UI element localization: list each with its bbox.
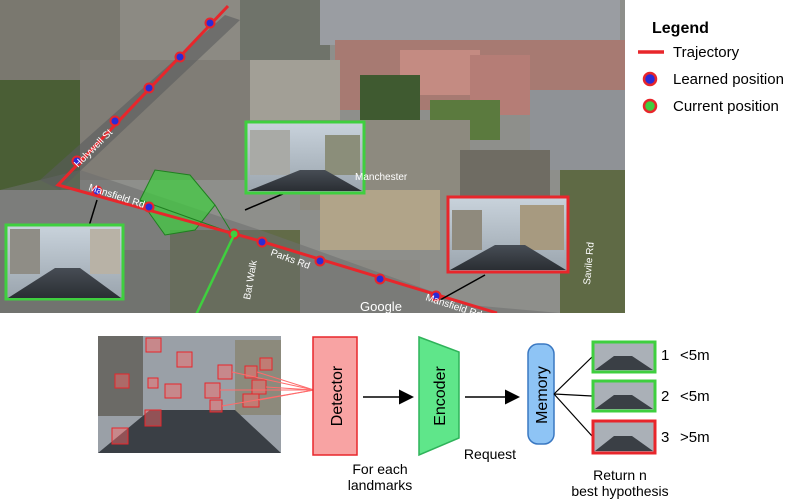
learned-position-marker — [143, 201, 155, 213]
learned-position-marker — [430, 290, 442, 302]
fan-lines — [220, 371, 315, 407]
street-label: Manchester — [355, 172, 408, 183]
caption-return-line1: Return n — [593, 467, 647, 483]
encoder-trapezoid — [418, 335, 460, 457]
input-image — [98, 336, 281, 453]
result-distance-1: <5m — [680, 347, 710, 364]
result-thumbnail-3 — [591, 419, 657, 455]
current-position-marker — [228, 228, 240, 240]
learned-position-legend-icon — [642, 71, 658, 87]
learned-position-marker — [109, 115, 121, 127]
learned-position-marker — [174, 51, 186, 63]
encoder-label: Encoder — [432, 366, 449, 426]
learned-position-marker — [204, 17, 216, 29]
learned-position-marker — [256, 236, 268, 248]
result-rank-2: 2 — [661, 388, 670, 405]
learned-position-marker — [314, 255, 326, 267]
caption-return: Return n best hypothesis — [555, 467, 685, 499]
aerial-map: Holywell St Mansfield Rd Mansfield Rd Sa… — [0, 0, 625, 313]
legend-item-learned-position: Learned position — [673, 71, 784, 88]
caption-return-line2: best hypothesis — [571, 483, 669, 499]
caption-for-each-line2: landmarks — [347, 477, 413, 493]
caption-request: Request — [463, 446, 517, 462]
result-thumbnail-1 — [591, 340, 657, 374]
landmark-boxes — [111, 337, 273, 445]
pipeline-diagram: Detector Encoder Memory — [98, 335, 657, 457]
detector-box — [312, 336, 358, 456]
result-rank-1: 1 — [661, 347, 670, 364]
result-distance-2: <5m — [680, 388, 710, 405]
legend-item-trajectory: Trajectory — [673, 44, 740, 61]
memory-label: Memory — [534, 366, 551, 424]
legend-icons — [638, 50, 664, 114]
detector-label: Detector — [329, 365, 346, 426]
learned-position-marker — [71, 155, 83, 167]
current-position-legend-icon — [642, 98, 658, 114]
caption-for-each: For each landmarks — [325, 461, 435, 493]
caption-for-each-line1: For each — [352, 461, 408, 477]
street-view-middle — [244, 120, 366, 195]
result-distance-3: >5m — [680, 429, 710, 446]
street-label: Savile Rd — [582, 242, 597, 286]
learned-position-marker — [91, 185, 103, 197]
legend-title: Legend — [652, 20, 709, 37]
google-watermark: Google — [360, 299, 402, 313]
result-thumbnail-2 — [591, 379, 657, 413]
learned-positions — [71, 17, 442, 302]
result-rank-3: 3 — [661, 429, 670, 446]
learned-position-marker — [143, 82, 155, 94]
legend-item-current-position: Current position — [673, 98, 779, 115]
street-view-right — [446, 195, 570, 274]
learned-position-marker — [374, 273, 386, 285]
street-view-left — [4, 223, 125, 301]
